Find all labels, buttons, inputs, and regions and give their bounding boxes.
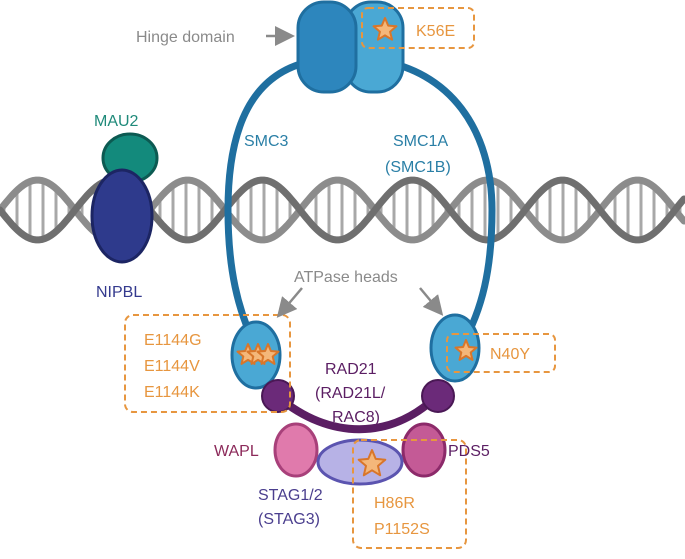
smc1b-label: (SMC1B) <box>385 159 451 176</box>
smc3-arm <box>224 56 319 347</box>
smc3-mutation-box <box>124 314 291 413</box>
stag-label: STAG1/2 <box>258 487 323 504</box>
n40y-label: N40Y <box>490 346 530 363</box>
rad21-alt-label: (RAD21L/ <box>315 385 386 402</box>
atpase-label: ATPase heads <box>294 269 398 286</box>
n40y-star-icon <box>454 339 478 361</box>
nipbl-label: NIPBL <box>96 284 142 301</box>
star-shape <box>256 343 280 365</box>
k56e-label: K56E <box>416 23 455 40</box>
smc3-label: SMC3 <box>244 133 289 150</box>
nipbl-protein <box>90 168 154 264</box>
wapl-label: WAPL <box>214 443 259 460</box>
k56e-star-icon <box>372 17 398 41</box>
hinge-label: Hinge domain <box>136 29 235 46</box>
star-shape <box>454 339 478 361</box>
stag3-label: (STAG3) <box>258 511 320 528</box>
e1144g-label: E1144G <box>144 332 202 349</box>
e1144k-label: E1144K <box>144 384 200 401</box>
smc3-hinge <box>296 0 358 94</box>
star-shape <box>357 449 387 477</box>
smc3-star-icon-3 <box>256 343 280 365</box>
star-shape <box>372 17 398 41</box>
pds5-protein <box>401 422 447 478</box>
rad21-label: RAD21 <box>325 361 377 378</box>
smc1a-label: SMC1A <box>393 133 448 150</box>
k56e-mutation-box <box>361 7 475 49</box>
rad21-n-term <box>261 379 295 413</box>
mau2-label: MAU2 <box>94 113 139 130</box>
smc1a-arm <box>374 56 496 347</box>
stag-star-icon <box>357 449 387 477</box>
pds5-label: PDS5 <box>448 443 490 460</box>
atpase-arrow-left <box>276 287 303 318</box>
p1152s-label: P1152S <box>374 521 430 538</box>
atpase-arrow-right <box>419 287 444 316</box>
wapl-protein <box>273 422 319 478</box>
rad21-c-term <box>421 379 455 413</box>
stag-mutation-box <box>352 439 467 549</box>
rac8-label: RAC8) <box>332 409 380 426</box>
h86r-label: H86R <box>374 495 415 512</box>
rad21-link <box>275 393 439 434</box>
e1144v-label: E1144V <box>144 358 200 375</box>
